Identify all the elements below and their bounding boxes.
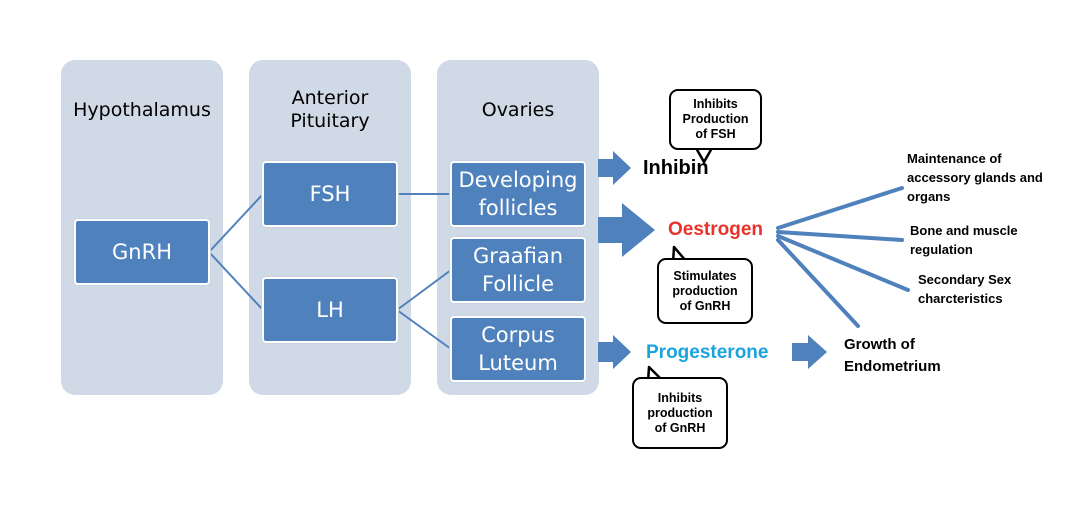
inhibin-label: Inhibin	[643, 157, 709, 179]
bone-muscle-effect: Bone and muscle regulation	[910, 223, 1018, 257]
anterior-pituitary-title: Anterior Pituitary	[290, 87, 370, 132]
endometrium-arrow	[792, 335, 827, 369]
endometrium-effect: Growth of Endometrium	[844, 336, 941, 375]
developing-follicles-node: Developing follicles	[450, 161, 586, 227]
lh-node: LH	[262, 277, 398, 343]
endometrium-effect-line	[776, 238, 860, 328]
progesterone-arrow	[598, 335, 631, 369]
progesterone-label: Progesterone	[646, 342, 769, 363]
gnrh-node: GnRH	[74, 219, 210, 285]
bone-muscle-effect-line	[776, 230, 904, 242]
secondary-sex-effect-line	[776, 234, 910, 292]
hypothalamus-title: Hypothalamus	[73, 99, 211, 121]
lh-graafian-connector	[396, 269, 452, 311]
gnrh-fsh-connector	[208, 193, 264, 253]
fsh-node: FSH	[262, 161, 398, 227]
inhibin-arrow	[598, 151, 631, 185]
oestrogen-label: Oestrogen	[668, 219, 764, 240]
accessory-effect: Maintenance of accessory glands and orga…	[907, 151, 1043, 204]
gnrh-lh-connector	[208, 251, 264, 311]
oestrogen-arrow	[598, 203, 655, 257]
corpus-luteum-node: Corpus Luteum	[450, 316, 586, 382]
oestrogen-note-callout: Stimulates production of GnRH	[657, 258, 753, 324]
graafian-follicle-node: Graafian Follicle	[450, 237, 586, 303]
ovaries-title: Ovaries	[481, 99, 555, 121]
secondary-sex-effect: Secondary Sex charcteristics	[918, 272, 1012, 306]
accessory-effect-line	[776, 186, 904, 230]
progesterone-note-callout: Inhibits production of GnRH	[632, 377, 728, 449]
lh-corpus-connector	[396, 309, 452, 350]
inhibin-note-callout: Inhibits Production of FSH	[669, 89, 762, 150]
